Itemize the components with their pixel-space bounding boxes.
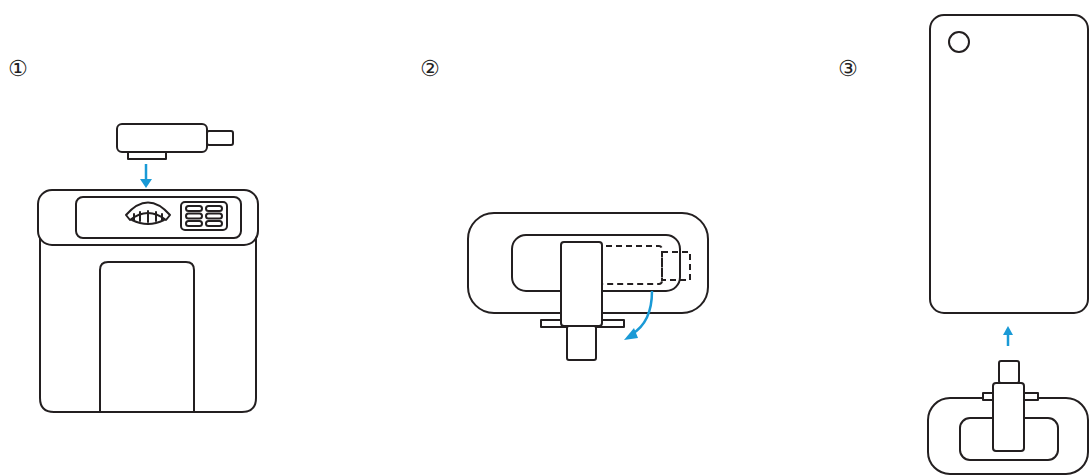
connector-pins [134,211,162,222]
step-three-figure [928,15,1088,474]
contact-pad [181,202,227,230]
adapter-body [117,124,207,152]
plug-previous [662,252,690,280]
step-one-figure [38,124,258,412]
insert-arrow [145,164,148,180]
adapter-body [561,242,602,326]
step-two-figure [468,213,708,360]
arrow-head [624,328,638,340]
step-number: ② [420,58,440,80]
adapter-plug [999,361,1019,383]
arrow-head [1003,326,1013,335]
contact-pins [186,206,222,226]
device-top [38,190,258,245]
rotate-arrow [632,291,652,334]
adapter-tab [128,152,166,159]
step-number: ① [8,58,28,80]
adapter-plug [567,326,596,360]
arrow-head [140,179,152,188]
phone-camera [949,32,969,52]
step-number: ③ [838,58,858,80]
connect-arrow [1007,334,1010,346]
adapter-plug [207,131,233,145]
device-slot [76,197,241,238]
adapter-body [993,383,1024,451]
device-body [40,232,256,412]
phone [930,15,1088,313]
connector-base [132,220,164,224]
device-clip [100,262,194,412]
